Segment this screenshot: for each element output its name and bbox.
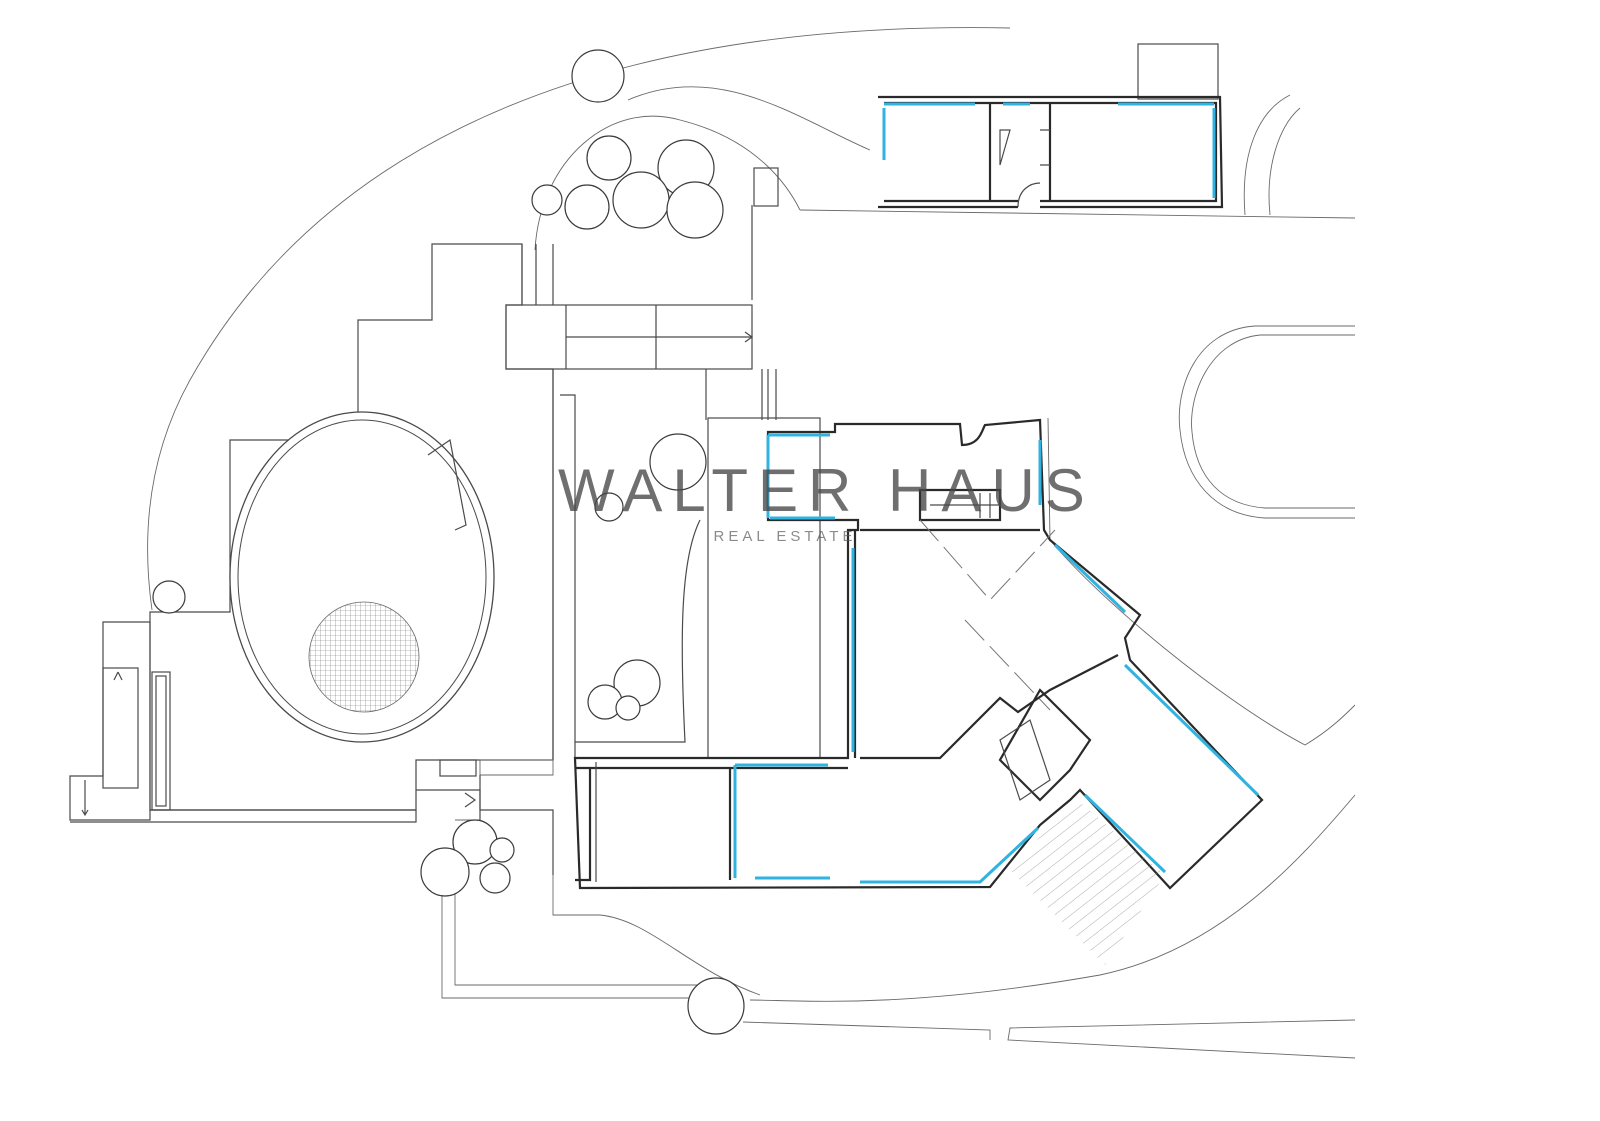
watermark-subtitle: REAL ESTATE [713,528,857,545]
deck-hatch [1010,798,1165,965]
outbuilding [878,43,1224,209]
main-house [573,418,1264,890]
driveway-loop [1178,325,1355,519]
main-stairs [505,304,754,370]
trees [152,49,745,1035]
glazing-lines [733,433,1260,884]
drive-curve [742,417,1356,1059]
site-boundary [147,27,1356,611]
watermark-title: WALTER HAUS [558,457,1095,524]
oval-pool [229,411,495,743]
courtyard [521,244,821,760]
west-stairs [69,621,417,823]
